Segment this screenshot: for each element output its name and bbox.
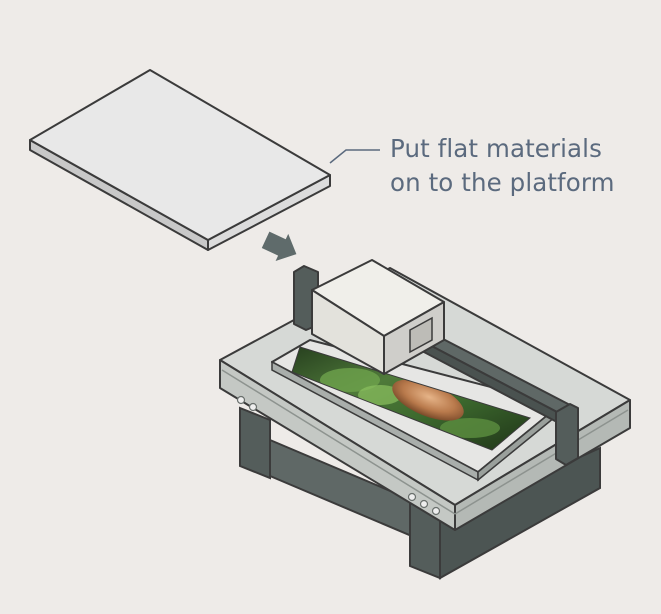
bird-shape — [392, 379, 464, 421]
bolt-group-left — [236, 395, 258, 412]
printer-leg-left — [239, 406, 271, 480]
arrow-down-right-icon — [261, 231, 297, 262]
printed-photo — [292, 347, 530, 450]
flatbed-printer — [219, 259, 631, 580]
caption-text: Put flat materials on to the platform — [390, 132, 615, 200]
caption-leader-line — [329, 149, 380, 164]
caption-line-2: on to the platform — [390, 168, 615, 197]
print-head-carriage — [311, 259, 445, 375]
rail-post-right — [555, 403, 579, 466]
caption-line-1: Put flat materials — [390, 134, 602, 163]
flat-material-panel — [29, 69, 331, 251]
bolt-group-right — [407, 492, 441, 516]
